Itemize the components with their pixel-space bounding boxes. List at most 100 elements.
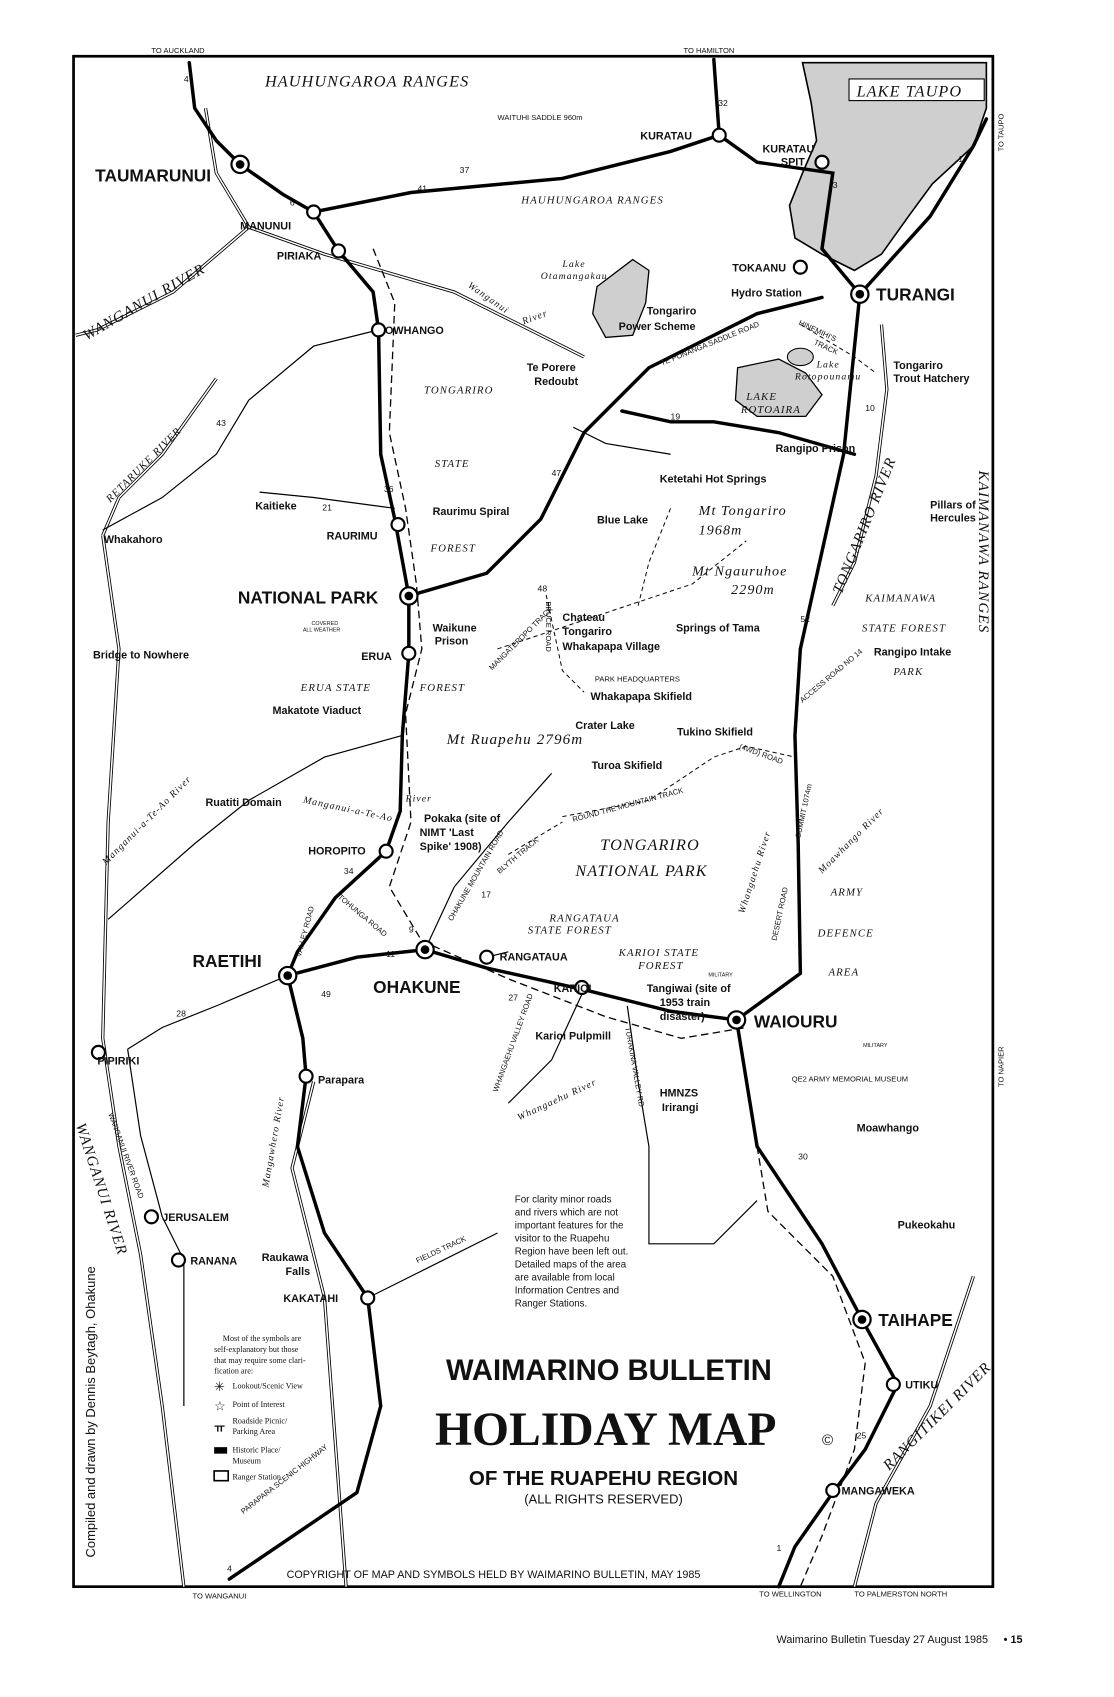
title-waimarino-bulletin: WAIMARINO BULLETIN (446, 1355, 772, 1387)
place-military-2: MILITARY (863, 1043, 888, 1049)
place-mt-tongariro-height: 1968m (699, 522, 743, 538)
place-ruatiti-domain: Ruatiti Domain (205, 797, 281, 809)
place-lake-rotopounamu: Lake (816, 360, 840, 371)
place-covered: COVERED (311, 621, 338, 627)
place-manganui-river: Manganui-a-Te-Ao River (100, 774, 194, 868)
town-markers (90, 127, 901, 1498)
title-holiday-map: HOLIDAY MAP (435, 1404, 776, 1456)
legend-museum: Museum (233, 1456, 262, 1465)
place-manganui-river-2: Manganui-a-Te-Ao (301, 794, 394, 824)
lookout-icon: ✳ (214, 1380, 225, 1395)
place-access-road: ACCESS ROAD NO 14 (798, 647, 864, 705)
note-line: Information Centres and (515, 1286, 619, 1297)
town-piriaka: PIRIAKA (277, 251, 322, 263)
place-lake-otamangakau-2: Otamangakau (541, 271, 608, 282)
place-trout-hatchery-2: Trout Hatchery (893, 373, 969, 385)
place-pokaka-2: NIMT 'Last (420, 827, 475, 839)
road-number: 25 (857, 1431, 867, 1441)
town-mangaweka: MANGAWEKA (841, 1486, 914, 1498)
region-army: ARMY (830, 887, 864, 899)
place-makatote-viaduct: Makatote Viaduct (273, 705, 362, 717)
place-waituhi-saddle: WAITUHI SADDLE 960m (498, 113, 583, 122)
place-raukawa-falls-2: Falls (286, 1266, 311, 1278)
region-wanganui-river-north: WANGANUI RIVER (81, 261, 209, 344)
town-kakatahi: KAKATAHI (283, 1293, 338, 1305)
region-state-forest: STATE FOREST (862, 623, 946, 635)
road-number: 17 (481, 890, 491, 900)
town-karioi: KARIOI (554, 983, 592, 995)
town-waiouru: WAIOURU (754, 1012, 838, 1032)
footer-page-number: • 15 (1004, 1634, 1023, 1646)
region-lake-taupo: LAKE TAUPO (856, 82, 963, 100)
minor-roads (102, 329, 758, 1407)
edge-to-auckland: TO AUCKLAND (151, 46, 205, 55)
region-retaruke-river: RETARUKE RIVER (103, 425, 184, 506)
place-mt-ngauruhoe: Mt Ngauruhoe (691, 563, 787, 579)
credit-text: Compiled and drawn by Dennis Beytagh, Oh… (83, 1266, 98, 1557)
place-parapara: Parapara (318, 1075, 365, 1087)
town-taumarunui: TAUMARUNUI (95, 166, 211, 186)
copyright-text: COPYRIGHT OF MAP AND SYMBOLS HELD BY WAI… (287, 1569, 701, 1581)
place-waikune-prison: Waikune (433, 623, 477, 635)
place-moawhango: Moawhango (857, 1122, 920, 1134)
edge-to-palmerston-north: TO PALMERSTON NORTH (854, 1589, 947, 1598)
place-wanganui-river-small-2: River (520, 308, 550, 328)
region-state: STATE (435, 458, 470, 470)
place-fields-track: FIELDS TRACK (415, 1234, 468, 1265)
road-number: 43 (216, 418, 226, 428)
town-manunui: MANUNUI (240, 220, 291, 232)
road-number: 52 (800, 614, 810, 624)
town-jerusalem: JERUSALEM (162, 1212, 229, 1224)
place-lake-otamangakau: Lake (561, 259, 585, 270)
place-pukeokahu: Pukeokahu (898, 1220, 956, 1232)
place-pillars-of-hercules: Pillars of (930, 499, 976, 511)
place-whangaehu-valley-road: WHANGAEHU VALLEY ROAD (491, 992, 535, 1093)
place-river: River (405, 793, 432, 804)
place-tohunga-road: TOHUNGA ROAD (336, 892, 389, 939)
road-number: 19 (671, 412, 681, 422)
note-line: visitor to the Ruapehu (515, 1234, 610, 1245)
edge-to-napier: TO NAPIER (997, 1046, 1006, 1087)
place-hmnzs: HMNZS (660, 1088, 698, 1100)
road-number: 34 (344, 866, 354, 876)
town-taihape: TAIHAPE (878, 1310, 953, 1330)
region-erua-forest: FOREST (419, 682, 465, 694)
note-line: For clarity minor roads (515, 1195, 612, 1206)
place-power-scheme-2: Power Scheme (619, 321, 696, 333)
road-number-labels: 4 32 41 37 19 47 36 21 43 10 1 52 48 49 … (176, 74, 963, 1573)
place-tangiwai-3: disaster) (660, 1011, 705, 1023)
place-moawhango-river: Moawhango River (816, 806, 887, 877)
place-blyth-track: BLYTH TRACK (495, 836, 540, 876)
region-national-park: NATIONAL PARK (574, 862, 707, 880)
region-karioi-sf-2: FOREST (637, 960, 683, 972)
place-turakina-valley-road: TURAKINA VALLEY RD (623, 1026, 646, 1108)
place-hmnzs-2: Irirangi (662, 1102, 699, 1114)
lake-rotoaira (734, 358, 823, 418)
road-number: 49 (321, 989, 331, 999)
legend-ranger-station: Ranger Station (233, 1473, 281, 1482)
legend-intro: that may require some clari- (214, 1356, 306, 1365)
title-subtitle: OF THE RUAPEHU REGION (469, 1467, 738, 1490)
clarity-note: For clarity minor roads and rivers which… (515, 1195, 628, 1310)
place-power-scheme: Tongariro (647, 306, 697, 318)
historic-place-icon (214, 1447, 228, 1454)
place-kaitieke: Kaitieke (255, 500, 296, 512)
note-line: Detailed maps of the area (515, 1260, 627, 1271)
place-blue-lake: Blue Lake (597, 514, 648, 526)
place-waikune-prison-2: Prison (435, 636, 469, 648)
region-park: PARK (892, 666, 923, 678)
region-rangataua-sf: RANGATAUA (548, 913, 619, 925)
place-bridge-to-nowhere: Bridge to Nowhere (93, 650, 189, 662)
place-mt-ngauruhoe-height: 2290m (731, 582, 775, 598)
place-chateau-2: Tongariro (562, 626, 612, 638)
legend-parking: Parking Area (233, 1427, 276, 1436)
town-kuratau-spit: KURATAU (762, 144, 814, 156)
town-labels: TAUMARUNUI MANUNUI PIRIAKA OWHANGO RAURI… (95, 131, 955, 1498)
note-line: are available from local (515, 1273, 615, 1284)
town-rangataua: RANGATAUA (500, 951, 568, 963)
place-chateau: Chateau (562, 612, 605, 624)
edge-to-taupo: TO TAUPO (997, 113, 1006, 151)
place-te-porere-2: Redoubt (534, 376, 578, 388)
place-whakahoro: Whakahoro (104, 534, 163, 546)
place-rangipo-intake: Rangipo Intake (874, 646, 951, 658)
